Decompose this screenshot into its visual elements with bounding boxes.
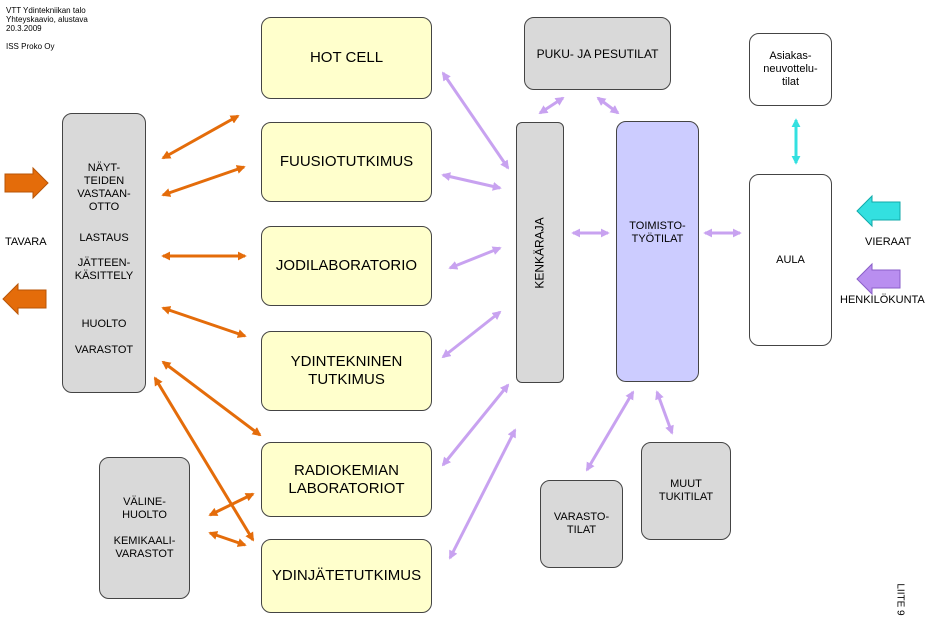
arrow-valine-radiokemian — [208, 492, 255, 517]
henkilokunta-label: HENKILÖKUNTA — [840, 294, 925, 306]
arrow-valine-ydinjate — [208, 531, 247, 547]
puku-label: PUKU- JA PESUTILAT — [536, 46, 659, 61]
muut-tukitilat-box: MUUT TUKITILAT — [641, 442, 731, 540]
samples-reception-label: NÄYT- TEIDEN VASTAAN- OTTO — [77, 162, 131, 213]
ydinjate-box: YDINJÄTETUTKIMUS — [261, 539, 432, 613]
arrow-kenkaraja-puku — [538, 96, 565, 115]
jodi-lab-box: JODILABORATORIO — [261, 226, 432, 306]
loading-label: LASTAUS — [79, 232, 129, 244]
arrow-left-hotcell — [161, 114, 240, 160]
tavara-in-arrow — [4, 166, 49, 200]
jodi-lab-label: JODILABORATORIO — [275, 257, 418, 274]
asiakas-label: Asiakas- neuvottelu- tilat — [763, 50, 818, 88]
header-company: ISS Proko Oy — [6, 42, 55, 51]
storage-label: VARASTOT — [74, 344, 134, 356]
aula-box: AULA — [749, 174, 832, 346]
liite-label: LIITE 9 — [894, 583, 906, 616]
arrow-radiokemian-kenkaraja — [441, 383, 510, 467]
header-date: 20.3.2009 — [6, 24, 42, 33]
arrow-ydinjate-kenkaraja — [448, 428, 517, 560]
vieraat-arrow — [856, 194, 901, 228]
kenkaraja-label: KENKÄRAJA — [533, 216, 548, 289]
arrow-toimisto-muut — [655, 390, 674, 435]
arrow-toimisto-varasto — [585, 390, 635, 472]
henkilokunta-arrow — [856, 262, 901, 296]
arrow-left-radiokemian — [161, 360, 262, 437]
arrow-fuusio-kenkaraja — [441, 172, 502, 191]
arrow-hotcell-kenkaraja — [441, 71, 510, 170]
puku-box: PUKU- JA PESUTILAT — [524, 17, 671, 90]
varastotilat-box: VARASTO- TILAT — [540, 480, 623, 568]
ydintekninen-box: YDINTEKNINEN TUTKIMUS — [261, 331, 432, 411]
varastotilat-label: VARASTO- TILAT — [553, 511, 610, 536]
maintenance-label: HUOLTO — [81, 318, 127, 330]
radiokemian-box: RADIOKEMIAN LABORATORIOT — [261, 442, 432, 517]
toimisto-label: TOIMISTO- TYÖTILAT — [629, 220, 686, 245]
toimisto-box: TOIMISTO- TYÖTILAT — [616, 121, 699, 382]
arrow-left-fuusio — [161, 165, 246, 197]
valinehuolto-label: VÄLINE- HUOLTO KEMIKAALI- VARASTOT — [113, 495, 176, 560]
arrow-ydintekninen-kenkaraja — [441, 310, 502, 359]
aula-label: AULA — [776, 253, 805, 266]
tavara-out-arrow — [2, 282, 47, 316]
valinehuolto-box: VÄLINE- HUOLTO KEMIKAALI- VARASTOT — [99, 457, 190, 599]
tavara-label: TAVARA — [5, 236, 47, 248]
ydinjate-label: YDINJÄTETUTKIMUS — [271, 567, 422, 584]
header-diagram-title: Yhteyskaavio, alustava — [6, 15, 88, 24]
fuusio-label: FUUSIOTUTKIMUS — [279, 153, 414, 170]
fuusio-box: FUUSIOTUTKIMUS — [261, 122, 432, 202]
asiakas-box: Asiakas- neuvottelu- tilat — [749, 33, 832, 106]
hot-cell-label: HOT CELL — [309, 49, 384, 66]
muut-tukitilat-label: MUUT TUKITILAT — [658, 478, 714, 503]
header-project-title: VTT Ydintekniikan talo — [6, 6, 86, 15]
arrow-jodi-kenkaraja — [448, 246, 502, 270]
ydintekninen-label: YDINTEKNINEN TUTKIMUS — [290, 353, 403, 388]
kenkaraja-box: KENKÄRAJA — [516, 122, 564, 383]
arrow-left-ydintekninen — [161, 306, 247, 338]
radiokemian-label: RADIOKEMIAN LABORATORIOT — [288, 461, 405, 497]
hot-cell-box: HOT CELL — [261, 17, 432, 99]
samples-logistics-box: NÄYT- TEIDEN VASTAAN- OTTO LASTAUS JÄTTE… — [62, 113, 146, 393]
arrow-puku-toimisto — [596, 96, 620, 115]
waste-handling-label: JÄTTEEN- KÄSITTELY — [74, 257, 134, 282]
vieraat-label: VIERAAT — [865, 236, 912, 248]
